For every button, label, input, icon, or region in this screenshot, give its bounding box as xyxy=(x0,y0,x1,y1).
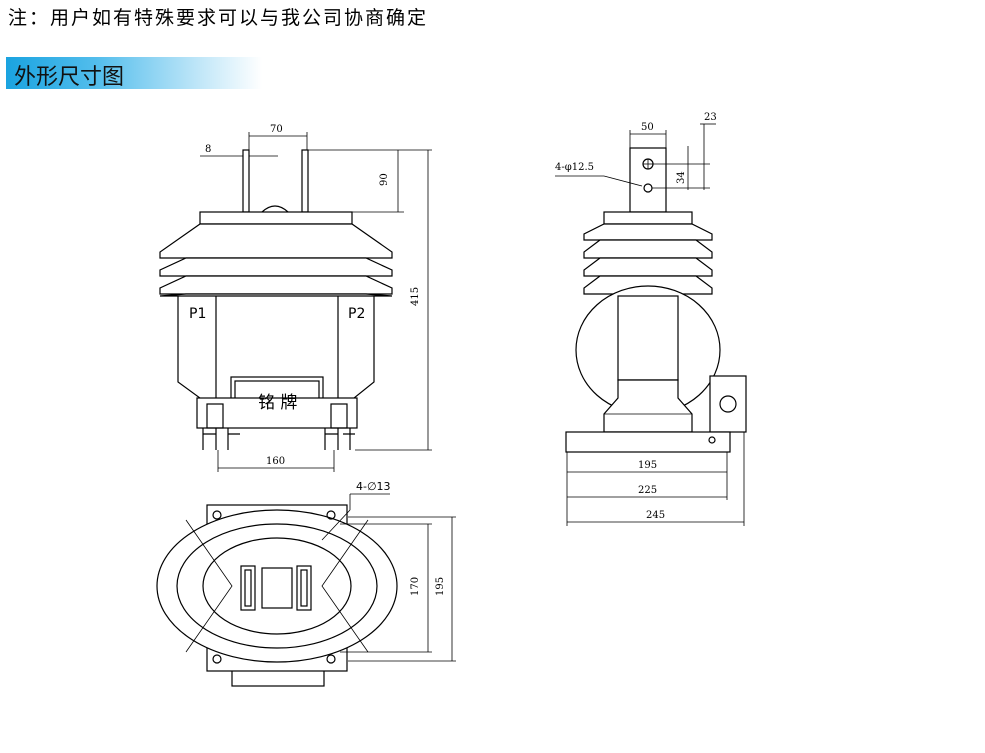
side-hole-callout: 4-φ12.5 xyxy=(555,162,594,173)
side-dim-245: 245 xyxy=(646,510,665,521)
side-dim-225: 225 xyxy=(638,485,657,496)
terminal-p1-label: P1 xyxy=(189,306,206,322)
side-dim-34: 34 xyxy=(676,171,687,184)
front-dim-8: 8 xyxy=(205,144,211,155)
front-dim-415: 415 xyxy=(410,287,421,306)
side-view xyxy=(555,123,747,526)
note-text: 注：用户如有特殊要求可以与我公司协商确定 xyxy=(8,7,429,29)
side-dim-195: 195 xyxy=(638,460,657,471)
front-dim-90: 90 xyxy=(379,173,390,186)
top-view xyxy=(156,493,456,687)
section-title: 外形尺寸图 xyxy=(14,65,125,90)
top-dim-195: 195 xyxy=(435,577,446,596)
front-dim-160: 160 xyxy=(266,456,285,467)
terminal-p2-label: P2 xyxy=(348,306,365,322)
front-dim-70: 70 xyxy=(270,124,283,135)
top-dim-170: 170 xyxy=(410,577,421,596)
side-dim-50: 50 xyxy=(641,122,654,133)
top-hole-callout: 4-∅13 xyxy=(356,480,391,493)
front-view xyxy=(159,132,432,472)
side-dim-23: 23 xyxy=(704,112,717,123)
nameplate-label: 铭 牌 xyxy=(258,393,297,413)
section-title-bar xyxy=(6,57,262,89)
